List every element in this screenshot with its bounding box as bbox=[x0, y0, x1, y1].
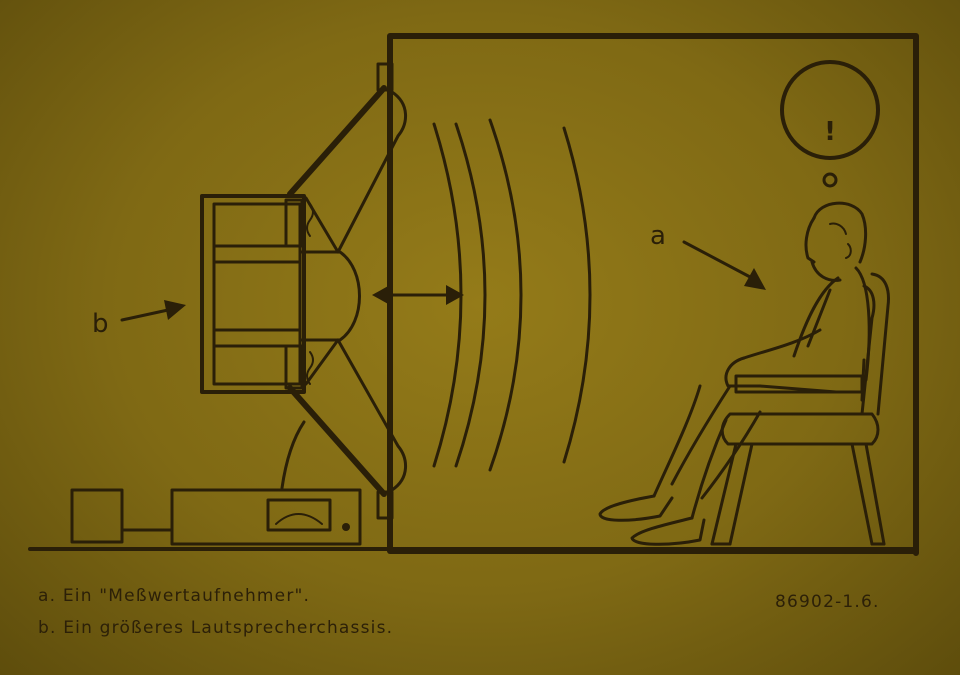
chair bbox=[712, 274, 888, 544]
seated-listener bbox=[600, 203, 869, 544]
motion-arrow bbox=[372, 285, 464, 305]
caption-a: a. Ein "Meßwertaufnehmer". bbox=[38, 586, 310, 606]
room-outline bbox=[390, 36, 916, 553]
figure-number: 86902-1.6. bbox=[775, 592, 880, 612]
label-a: a bbox=[650, 221, 666, 251]
arrow-b bbox=[122, 300, 186, 320]
arrow-a bbox=[684, 242, 766, 290]
amplifier-unit bbox=[72, 422, 360, 544]
label-b: b bbox=[92, 309, 109, 339]
caption-b: b. Ein größeres Lautsprecherchassis. bbox=[38, 618, 393, 638]
loudspeaker-chassis bbox=[202, 88, 406, 494]
exclamation-icon: ! bbox=[824, 117, 836, 147]
thought-bubble: ! bbox=[782, 62, 878, 186]
